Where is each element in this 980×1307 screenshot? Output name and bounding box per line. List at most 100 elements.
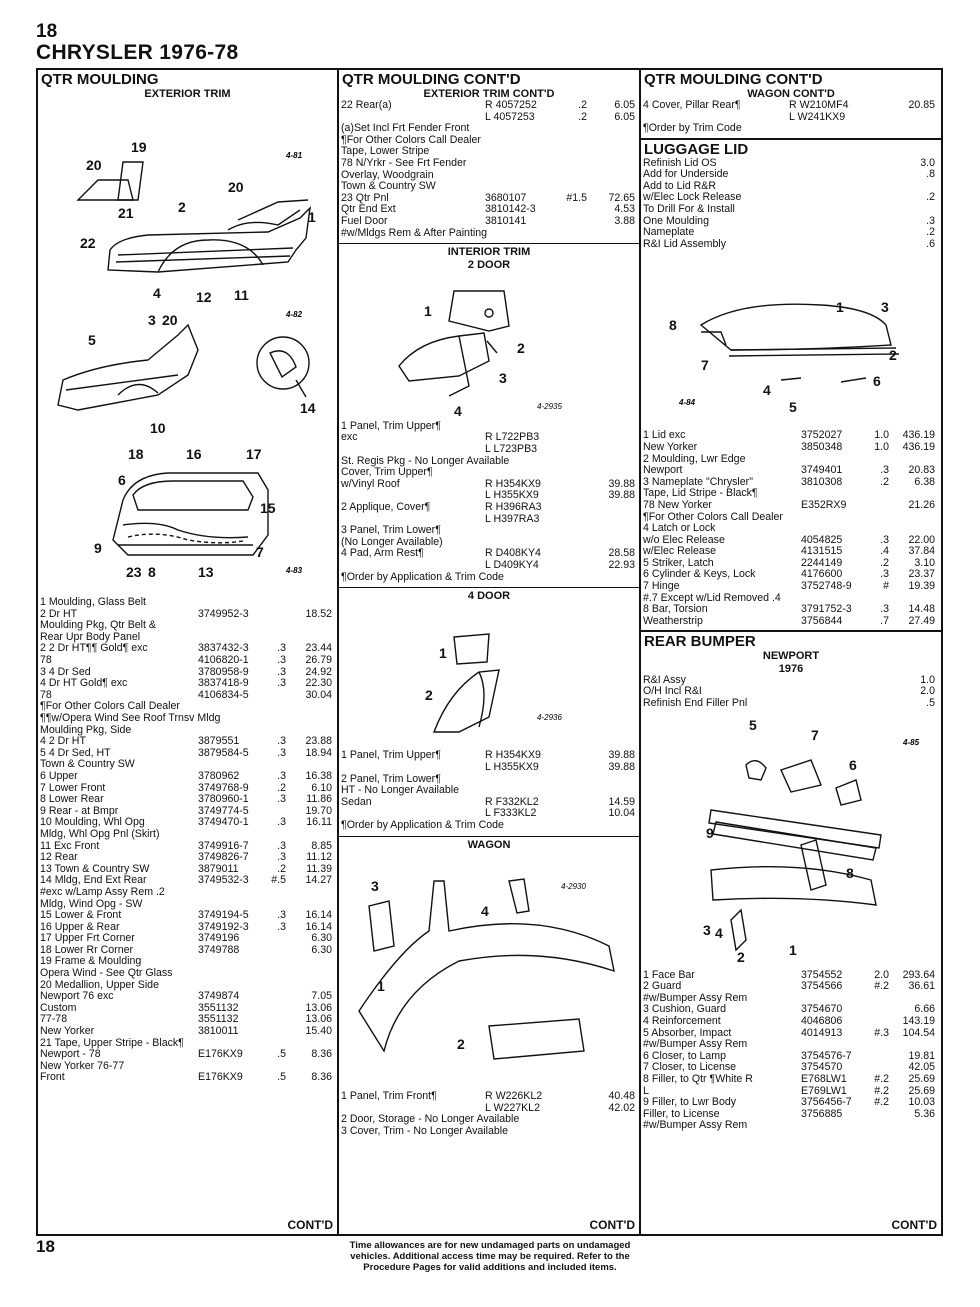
table-row: Cover, Trim Upper¶ xyxy=(339,466,639,479)
row-labor-hours: #.2 xyxy=(874,1096,889,1109)
row-description: O/H Incl R&I xyxy=(643,685,702,698)
row-description: To Drill For & Install xyxy=(643,202,735,215)
table-row: ¶For Other Colors Call Dealer xyxy=(641,511,941,524)
row-price: 22.00 xyxy=(908,533,935,546)
page-title: CHRYSLER 1976-78 xyxy=(36,41,239,64)
row-description: 14 Mldg, End Ext Rear xyxy=(40,874,147,887)
row-labor-hours: .2 xyxy=(578,110,587,123)
row-part-number: 3749774-5 xyxy=(198,804,249,817)
row-part-number: 2244149 xyxy=(801,556,843,569)
row-price: 16.11 xyxy=(306,816,332,829)
row-labor-hours: .3 xyxy=(277,920,286,933)
row-price: 5.36 xyxy=(914,1107,935,1120)
row-price: 6.38 xyxy=(914,475,935,488)
row-description: 1 Panel, Trim Front¶ xyxy=(341,1089,437,1102)
table-row: 2 Applique, Cover¶R H396RA3 xyxy=(339,501,639,514)
row-description: Filler, to License xyxy=(643,1107,720,1120)
subsection-heading: EXTERIOR TRIM xyxy=(144,87,231,100)
row-price: 3.88 xyxy=(614,215,635,227)
column-1: QTR MOULDING EXTERIOR TRIM 19 20 20 21 2… xyxy=(36,68,339,1236)
callout-label: 3 xyxy=(703,922,711,938)
callout-label: 23 xyxy=(126,564,142,580)
row-description: 2 Dr HT xyxy=(40,607,78,620)
row-price: 3.10 xyxy=(914,556,935,569)
row-part-number: 3749401 xyxy=(801,464,843,477)
row-labor-hours: .3 xyxy=(277,909,286,922)
row-description: One Moulding xyxy=(643,214,709,227)
row-description: 1 Moulding, Glass Belt xyxy=(40,596,146,609)
row-description: ¶Order by Application & Trim Code xyxy=(341,570,504,583)
callout-label: 2 xyxy=(425,687,433,703)
row-description: Newport 76 exc xyxy=(40,990,114,1003)
row-part-number: 3749196 xyxy=(198,932,240,945)
row-description: Refinish End Filler Pnl xyxy=(643,697,748,709)
row-price: 23.37 xyxy=(908,568,935,581)
row-description: 4 Cover, Pillar Rear¶ xyxy=(643,99,741,112)
row-description: 19 Frame & Moulding xyxy=(40,955,142,968)
row-part-number: 3749916-7 xyxy=(198,839,249,852)
row-part-number: 3752748-9 xyxy=(801,580,852,593)
row-price: 25.69 xyxy=(908,1072,935,1085)
table-row: Tape, Lower Stripe xyxy=(339,145,639,158)
luggage-lid-figure: 8 1 3 7 2 4 6 5 4-84 xyxy=(669,299,900,415)
row-part-number: 3749874 xyxy=(198,990,240,1003)
row-labor-hours: .3 xyxy=(277,793,286,806)
callout-label: 1 xyxy=(789,942,797,958)
row-description: Add for Underside xyxy=(643,168,729,181)
row-labor-hours: .3 xyxy=(277,816,286,829)
row-labor-hours: # xyxy=(883,580,889,593)
callout-label: 4 xyxy=(715,925,723,941)
row-description: 4 Pad, Arm Rest¶ xyxy=(341,547,424,560)
row-part-number: 3754670 xyxy=(801,1003,843,1016)
row-description: 3 Cushion, Guard xyxy=(643,1003,727,1016)
callout-label: 8 xyxy=(846,865,854,881)
row-price: 8.36 xyxy=(311,1071,332,1084)
table-row: Nameplate.2 xyxy=(641,226,941,239)
subsection-heading: 2 DOOR xyxy=(467,258,511,271)
row-price: 28.58 xyxy=(608,547,635,560)
row-description: 7 Closer, to License xyxy=(643,1061,737,1074)
row-price: 21.26 xyxy=(908,498,935,511)
row-part-number: 3810308 xyxy=(801,475,843,488)
table-row: To Drill For & Install xyxy=(641,202,941,216)
figure-tag: 4-81 xyxy=(285,151,303,160)
row-description: w/Elec Lock Release xyxy=(643,191,742,204)
row-price: 26.79 xyxy=(305,654,332,667)
table-row: #w/Bumper Assy Rem xyxy=(641,1038,941,1051)
row-description: Sedan xyxy=(341,795,372,808)
callout-label: 9 xyxy=(706,825,714,841)
row-part-number: L H397RA3 xyxy=(485,512,540,525)
row-part-number: 3754576-7 xyxy=(801,1049,852,1062)
row-price: 23.88 xyxy=(305,735,332,748)
row-description: Weatherstrip xyxy=(643,614,703,627)
row-price: .6 xyxy=(926,237,935,250)
row-part-number: R W226KL2 xyxy=(485,1089,543,1102)
row-price: 23.44 xyxy=(305,642,332,655)
row-description: 8 Filler, to Qtr ¶White R xyxy=(643,1072,753,1085)
table-row: New Yorker 76-77 xyxy=(38,1060,337,1073)
continued-label: CONT'D xyxy=(287,1218,333,1233)
row-part-number: 3680107 xyxy=(485,191,527,204)
table-row: Add to Lid R&R xyxy=(641,180,941,193)
row-part-number: 3749768-9 xyxy=(198,781,249,794)
row-price: 24.92 xyxy=(305,665,332,678)
callout-label: 20 xyxy=(86,157,102,173)
callout-label: 2 xyxy=(178,199,186,215)
row-part-number: R H354KX9 xyxy=(485,477,541,490)
callout-label: 18 xyxy=(128,446,144,462)
